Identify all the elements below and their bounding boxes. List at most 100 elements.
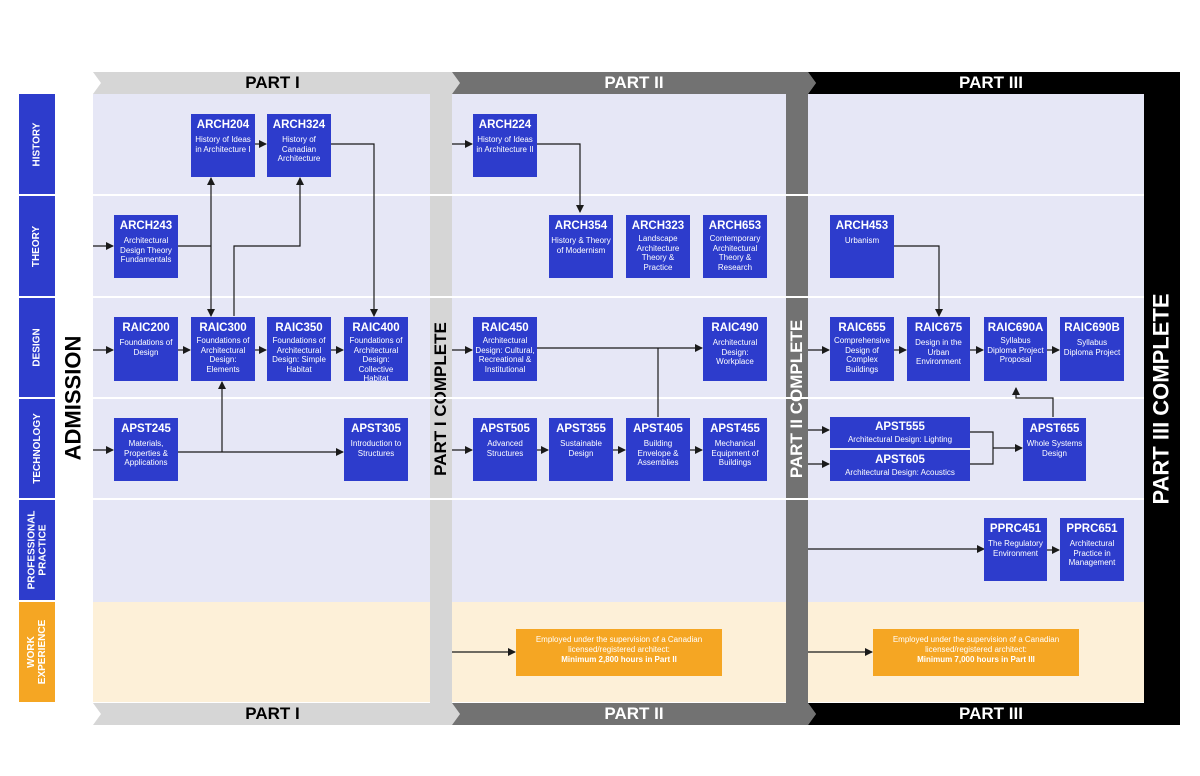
row-label-design-text: DESIGN (31, 328, 43, 367)
course-code: RAIC655 (838, 322, 886, 334)
course-code: ARCH224 (478, 119, 532, 131)
admission-wrap: ADMISSION (58, 94, 88, 702)
course-title: Contemporary Architectural Theory & Rese… (709, 234, 761, 272)
course-code: APST505 (480, 423, 530, 435)
row-label-work-text: WORK EXPERIENCE (26, 619, 49, 685)
course-code: APST355 (556, 423, 606, 435)
course-code: ARCH653 (708, 220, 762, 232)
row-label-history-text: HISTORY (31, 122, 43, 166)
part3-header: PART III (959, 73, 1023, 92)
course-code: RAIC350 (275, 322, 323, 334)
course-title: Introduction to Structures (350, 439, 402, 458)
course-code: APST655 (1029, 423, 1080, 435)
course-title: Foundations of Architectural Design: Ele… (196, 336, 250, 374)
course-code: ARCH453 (835, 220, 889, 232)
course-code: RAIC450 (481, 322, 529, 334)
course-title: Materials, Properties & Applications (123, 439, 169, 467)
part3-bottom-band (808, 703, 1180, 725)
course-code: PPRC451 (989, 523, 1042, 535)
course-code: PPRC651 (1066, 523, 1118, 535)
part2-bottom-band (452, 703, 816, 725)
part2-header: PART II (604, 73, 664, 92)
row-label-professional-text: PROFESSIONAL PRACTICE (26, 510, 48, 590)
course-title: Foundations of Design (119, 338, 173, 357)
row-label-professional: PROFESSIONAL PRACTICE (19, 500, 55, 600)
part3-complete-label: PART III COMPLETE (1149, 292, 1175, 505)
course-code: APST245 (121, 423, 171, 435)
part1-header: PART I (245, 73, 300, 92)
band-overlay (430, 190, 452, 510)
course-code: APST605 (875, 454, 925, 466)
work-text: Employed under the supervision of a Cana… (892, 635, 1060, 654)
row-divider (93, 296, 1144, 298)
course-title: History of Ideas in Architecture II (476, 135, 534, 154)
row-label-design: DESIGN (19, 298, 55, 397)
course-title: Design in the Urban Environment (915, 338, 962, 366)
work-experience-part2: Employed under the supervision of a Cana… (516, 629, 722, 676)
course-title: Sustainable Design (560, 439, 602, 458)
course-code: ARCH324 (272, 119, 326, 131)
course-title: The Regulatory Environment (988, 539, 1043, 558)
course-title: Advanced Structures (486, 439, 524, 458)
course-title: Architectural Design Theory Fundamentals (120, 236, 172, 264)
course-title: History of Canadian Architecture (277, 135, 321, 163)
work-text: Employed under the supervision of a Cana… (535, 635, 703, 654)
part1-bottom-band (93, 703, 460, 725)
course-title: Urbanism (844, 236, 880, 245)
part3-complete-label-wrap: PART III COMPLETE (1144, 72, 1180, 725)
course-code: APST455 (710, 423, 760, 435)
course-title: History & Theory of Modernism (551, 236, 611, 255)
work-experience-part3: Employed under the supervision of a Cana… (873, 629, 1079, 676)
part3-complete-band (1144, 72, 1180, 725)
row-divider (93, 397, 1144, 399)
course-title: Landscape Architecture Theory & Practice (636, 234, 680, 272)
course-code: RAIC690A (987, 322, 1044, 334)
course-title: Syllabus Diploma Project Proposal (987, 336, 1044, 364)
course-raic690a[interactable]: RAIC690A Syllabus Diploma Project Proposa… (984, 317, 1047, 381)
course-title: Mechanical Equipment of Buildings (711, 439, 759, 467)
course-title: History of Ideas in Architecture I (195, 135, 251, 154)
part2-top-band (452, 72, 816, 94)
work-min-hours: Minimum 2,800 hours in Part II (561, 655, 677, 664)
course-code: ARCH323 (631, 220, 685, 232)
work-min-hours: Minimum 7,000 hours in Part III (917, 655, 1035, 664)
course-code: APST555 (875, 421, 925, 433)
course-code: RAIC300 (199, 322, 247, 334)
row-label-history: HISTORY (19, 94, 55, 194)
part3-top-band (808, 72, 1180, 94)
course-title: Comprehensive Design of Complex Building… (833, 336, 891, 374)
course-code: APST405 (633, 423, 683, 435)
course-code: RAIC200 (122, 322, 170, 334)
course-title: Architectural Practice in Management (1068, 539, 1116, 567)
